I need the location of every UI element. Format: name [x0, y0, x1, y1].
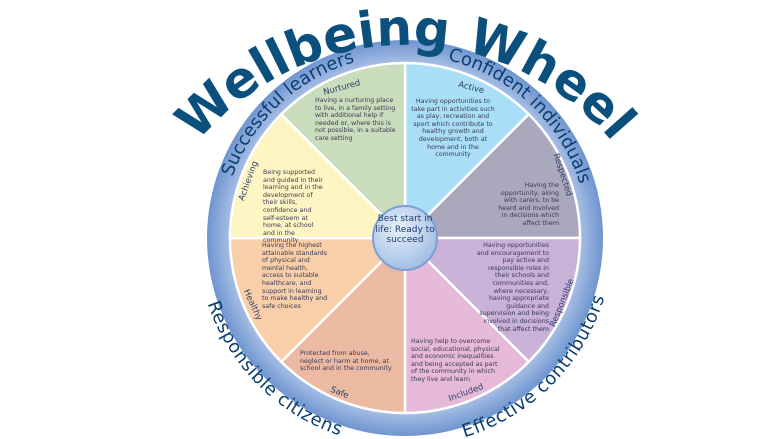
achieving-description: Being supported and guided in their lear…	[263, 169, 323, 245]
center-text: Best start in life: Ready to succeed	[375, 214, 435, 245]
sector-achieving	[228, 112, 409, 240]
sector-healthy	[228, 236, 409, 364]
safe-description: Protected from abuse, neglect or harm at…	[300, 350, 392, 373]
sectors	[228, 61, 582, 415]
nurtured-description: Having a nurturing place to live, in a f…	[315, 97, 396, 142]
sector-safe	[279, 234, 407, 415]
active-description: Having opportunities to take part in act…	[411, 98, 495, 159]
respected-description: Having the opportunity, along with carer…	[498, 182, 559, 227]
sector-responsible	[401, 236, 582, 364]
sector-respected	[401, 112, 582, 240]
included-description: Having help to overcome social, educatio…	[411, 338, 500, 383]
center-circle	[372, 205, 438, 271]
healthy-description: Having the highest attainable standards …	[262, 242, 328, 310]
sector-active	[403, 61, 531, 242]
responsible-description: Having opportunities and encouragement t…	[476, 242, 549, 333]
sector-nurtured	[279, 61, 407, 242]
sector-included	[403, 234, 531, 415]
